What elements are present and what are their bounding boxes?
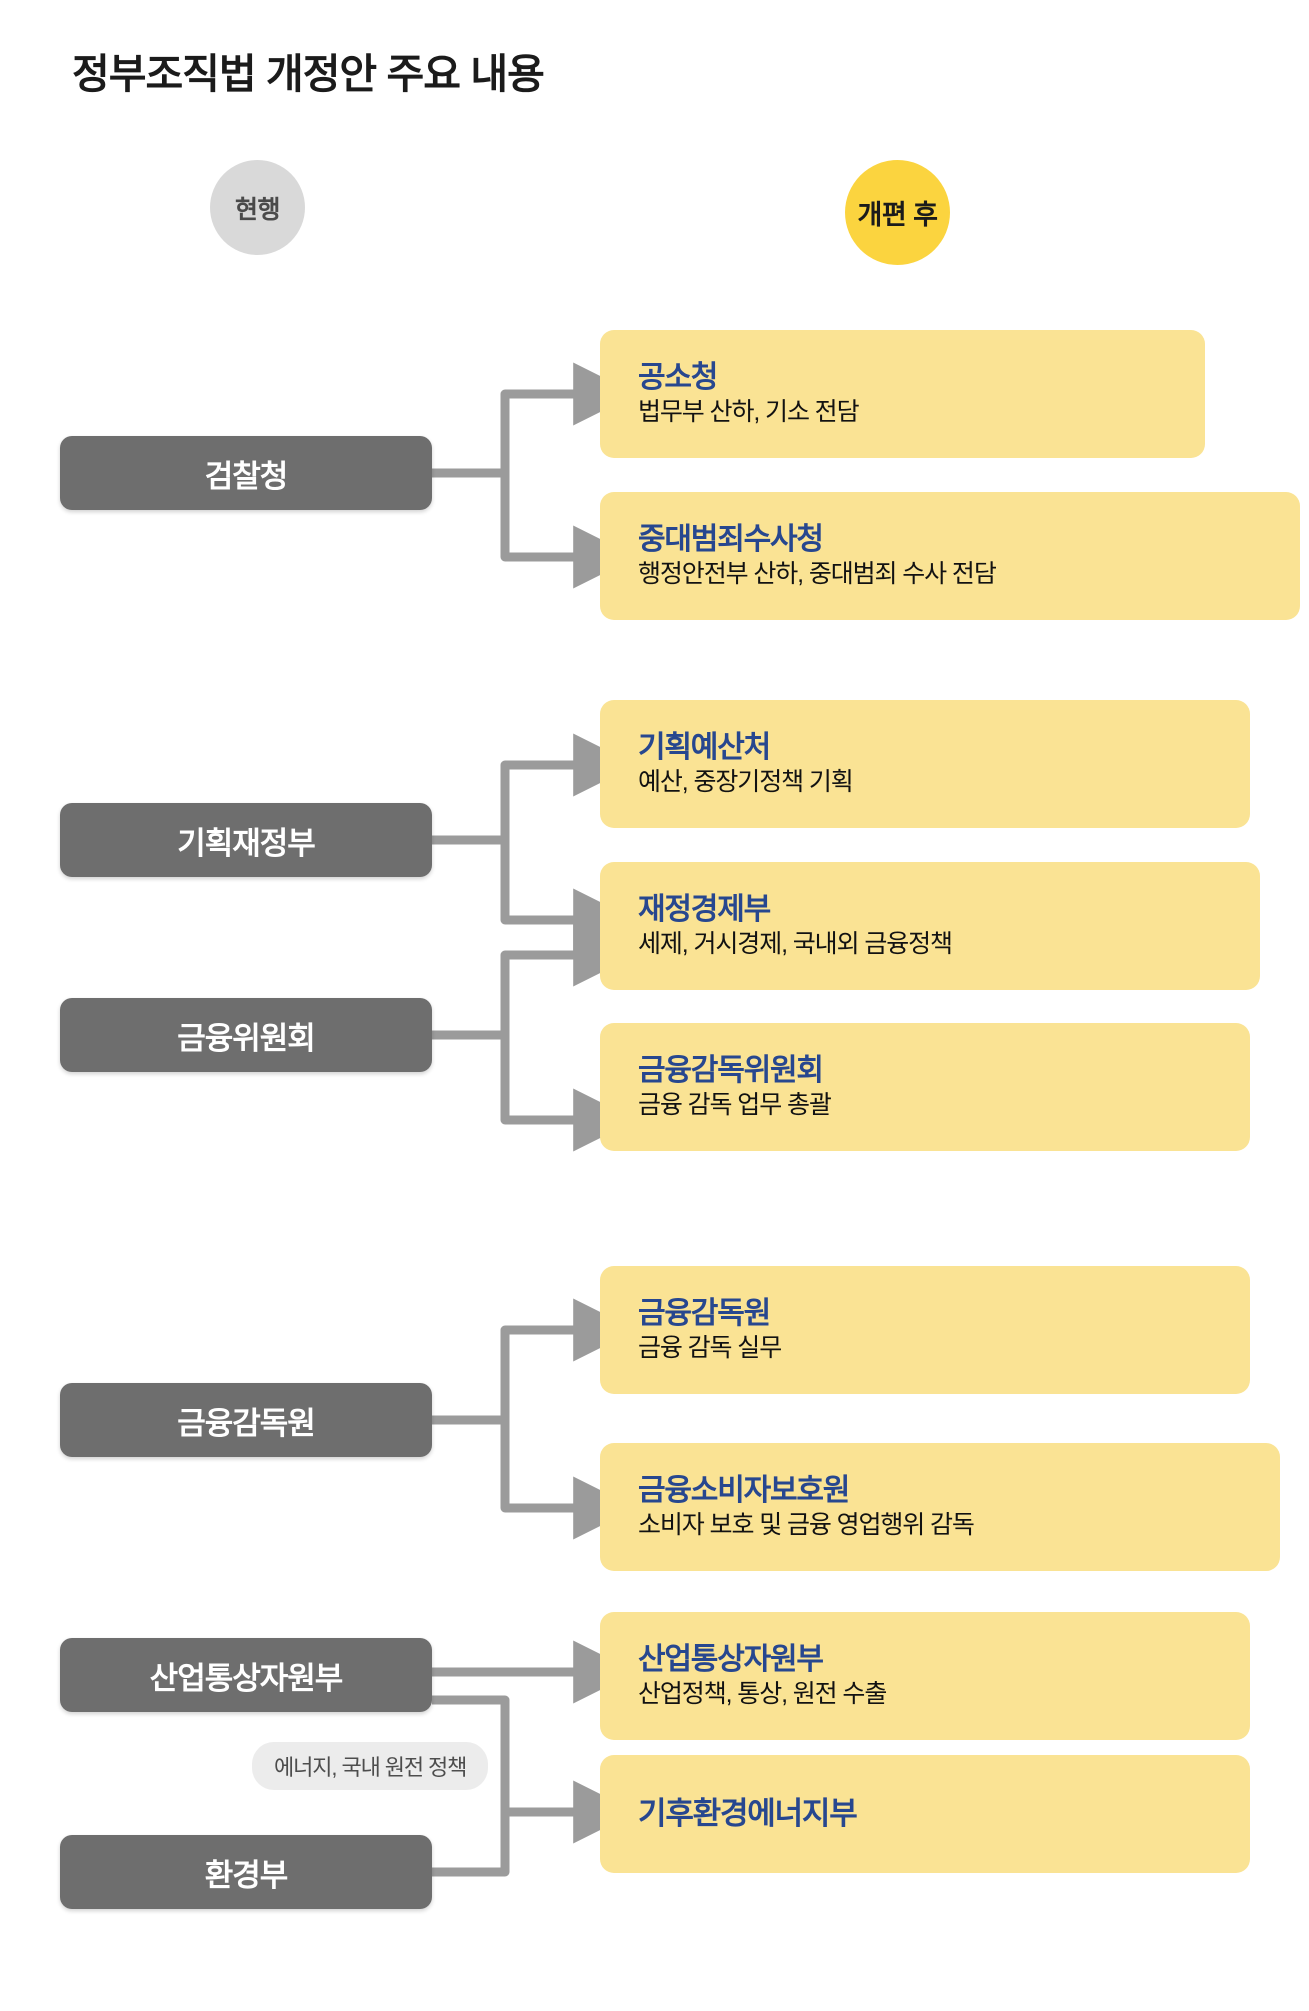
legend-current-label: 현행	[234, 195, 281, 224]
old-box-label: 기획재정부	[177, 825, 316, 861]
old-box-prosecution-service[interactable]: 검찰청	[60, 436, 432, 510]
new-box-financial-consumer-protection[interactable]: 금융소비자보호원 소비자 보호 및 금융 영업행위 감독	[600, 1443, 1280, 1571]
connector-note-label: 에너지, 국내 원전 정책	[274, 1755, 467, 1780]
new-box-title: 금융감독위원회	[638, 1053, 824, 1087]
new-box-title: 금융소비자보호원	[638, 1473, 850, 1507]
old-box-label: 산업통상자원부	[149, 1660, 344, 1696]
new-box-subtitle: 법무부 산하, 기소 전담	[638, 397, 860, 426]
new-box-finance-economy-ministry[interactable]: 재정경제부 세제, 거시경제, 국내외 금융정책	[600, 862, 1260, 990]
old-box-label: 금융위원회	[177, 1020, 316, 1056]
new-box-subtitle: 세제, 거시경제, 국내외 금융정책	[638, 929, 953, 958]
new-box-title: 기획예산처	[638, 730, 771, 764]
legend-after-badge: 개편 후	[845, 160, 950, 265]
old-box-fss[interactable]: 금융감독원	[60, 1383, 432, 1457]
new-box-budget-planning-office[interactable]: 기획예산처 예산, 중장기정책 기획	[600, 700, 1250, 828]
new-box-title: 재정경제부	[638, 892, 771, 926]
new-box-title: 중대범죄수사청	[638, 522, 824, 556]
new-box-subtitle: 금융 감독 업무 총괄	[638, 1090, 832, 1119]
old-box-label: 검찰청	[204, 458, 289, 494]
new-box-title: 기후환경에너지부	[638, 1795, 858, 1831]
new-box-subtitle: 금융 감독 실무	[638, 1333, 782, 1362]
new-box-subtitle: 소비자 보호 및 금융 영업행위 감독	[638, 1510, 975, 1539]
old-box-fsc[interactable]: 금융위원회	[60, 998, 432, 1072]
connector-note-energy-policy: 에너지, 국내 원전 정책	[252, 1742, 489, 1790]
new-box-financial-supervisory-service[interactable]: 금융감독원 금융 감독 실무	[600, 1266, 1250, 1394]
new-box-title: 공소청	[638, 360, 718, 394]
new-box-motie-new[interactable]: 산업통상자원부 산업정책, 통상, 원전 수출	[600, 1612, 1250, 1740]
old-box-environment-ministry[interactable]: 환경부	[60, 1835, 432, 1909]
new-box-serious-crime-investigation[interactable]: 중대범죄수사청 행정안전부 산하, 중대범죄 수사 전담	[600, 492, 1300, 620]
page-title: 정부조직법 개정안 주요 내용	[72, 51, 545, 97]
new-box-prosecution-office[interactable]: 공소청 법무부 산하, 기소 전담	[600, 330, 1205, 458]
new-box-subtitle: 행정안전부 산하, 중대범죄 수사 전담	[638, 559, 997, 588]
legend-current-badge: 현행	[210, 160, 305, 255]
new-box-title: 금융감독원	[638, 1296, 771, 1330]
new-box-subtitle: 산업정책, 통상, 원전 수출	[638, 1679, 887, 1708]
legend-after-label: 개편 후	[857, 200, 938, 230]
old-box-moef[interactable]: 기획재정부	[60, 803, 432, 877]
old-box-label: 금융감독원	[177, 1405, 316, 1441]
new-box-subtitle: 예산, 중장기정책 기획	[638, 767, 854, 796]
old-box-label: 환경부	[204, 1857, 289, 1893]
new-box-financial-supervisory-commission[interactable]: 금융감독위원회 금융 감독 업무 총괄	[600, 1023, 1250, 1151]
old-box-motie[interactable]: 산업통상자원부	[60, 1638, 432, 1712]
new-box-title: 산업통상자원부	[638, 1642, 824, 1676]
new-box-climate-environment-energy[interactable]: 기후환경에너지부	[600, 1755, 1250, 1873]
